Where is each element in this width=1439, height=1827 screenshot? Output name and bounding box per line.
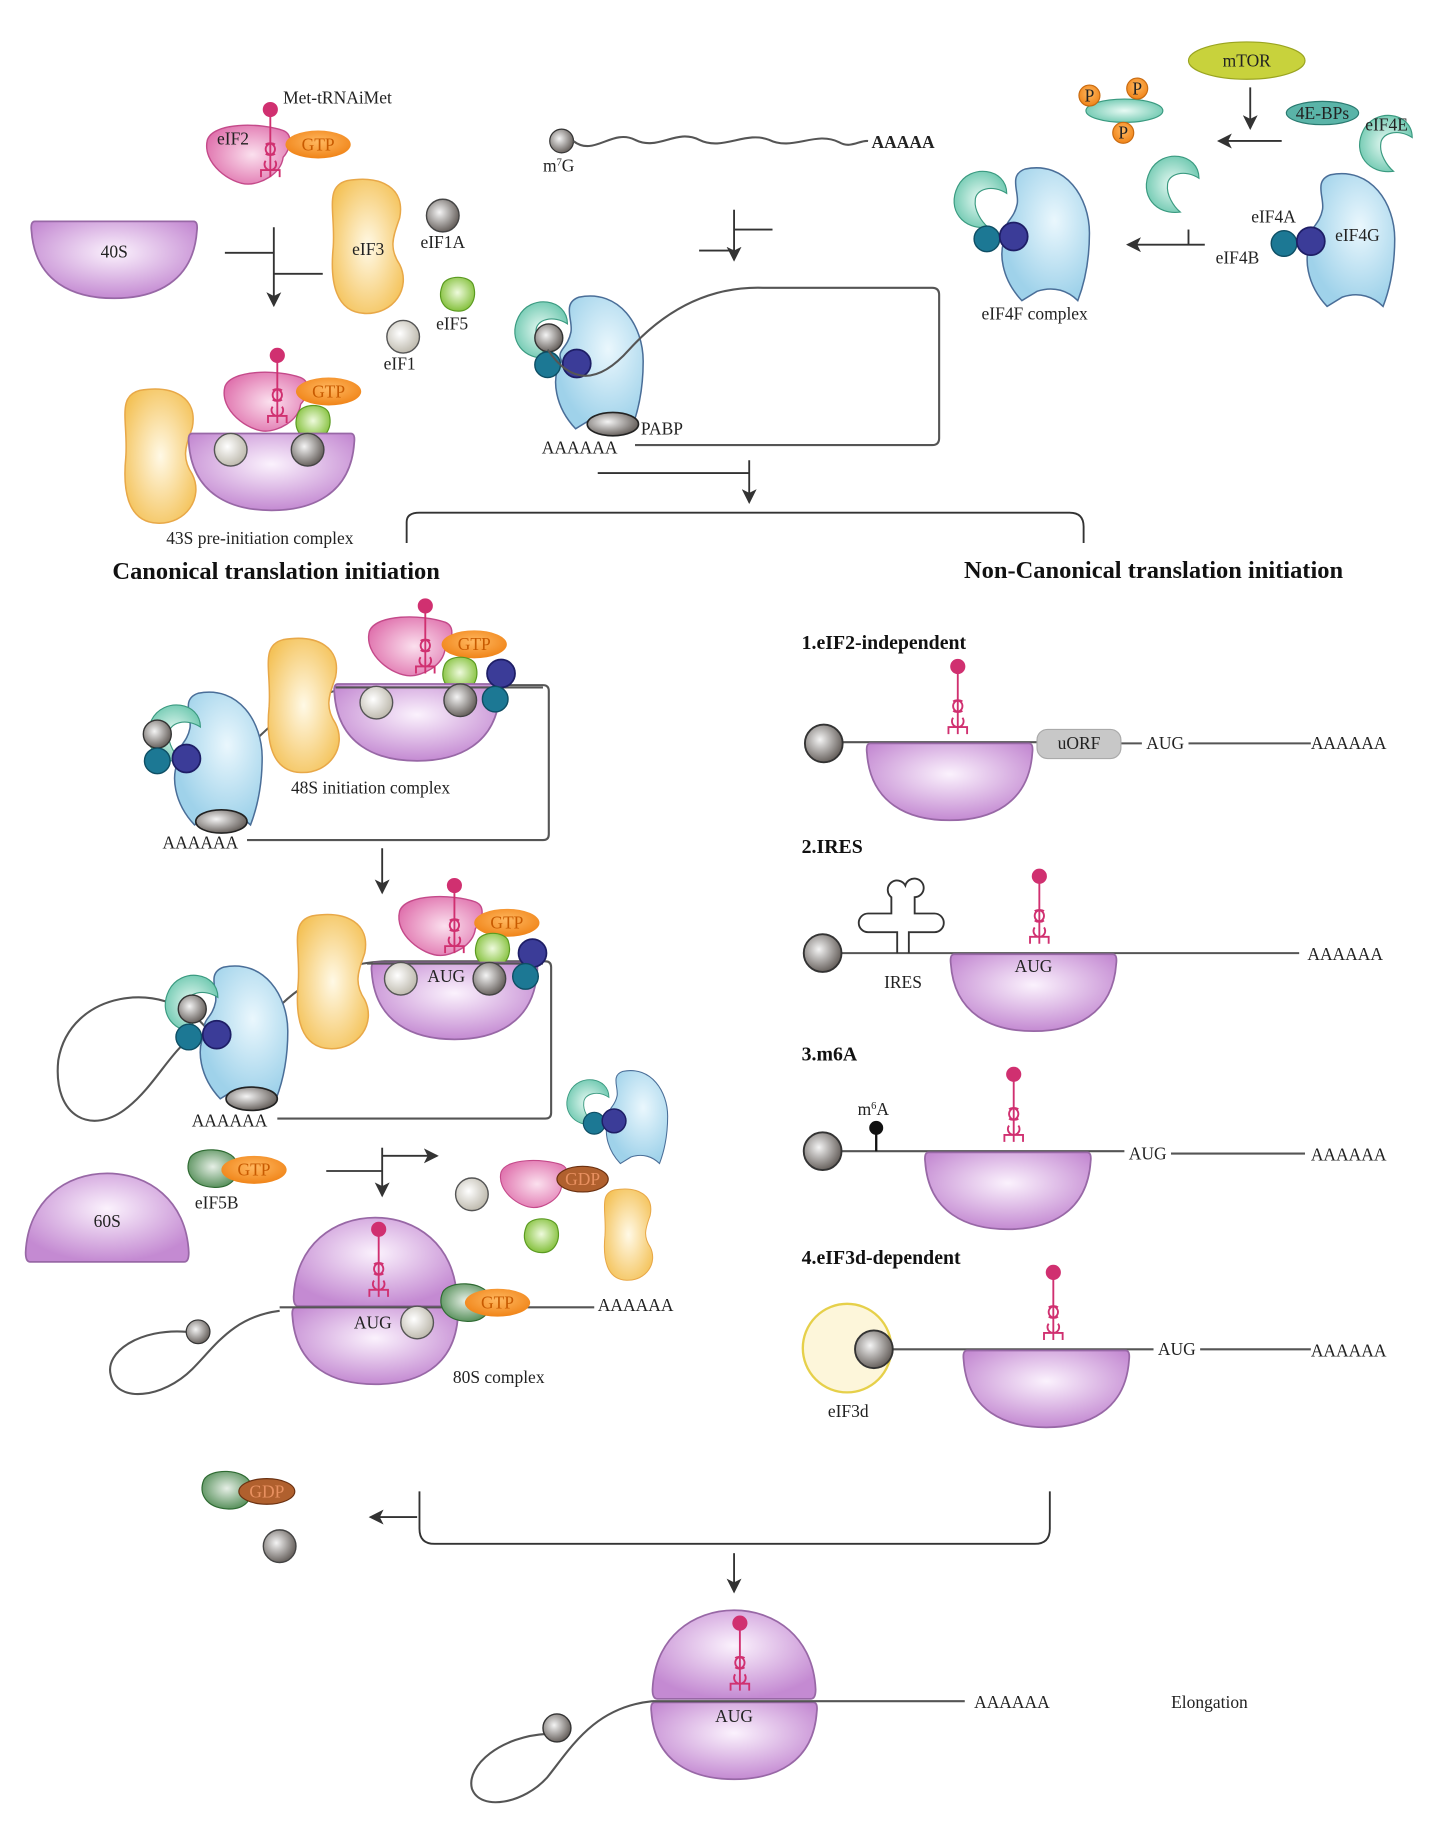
eif5-label: eIF5 [436,314,468,334]
elongating-ribosome: AUG AAAAAA Elongation [470,1609,1248,1804]
mechanism-ires: 2.IRES AUG IRES AAAAAA [802,836,1383,1033]
aug-label: AUG [1015,956,1053,976]
n3-heading: 3.m6A [802,1043,858,1065]
split-bracket [405,511,1085,543]
met-trna-label: Met-tRNAiMet [283,88,392,108]
eif1a-label: eIF1A [420,232,465,252]
complex-43s: GTP 43S pre-initiation complex [124,346,362,548]
merge-bracket [418,1491,1051,1545]
gtp-label: GTP [312,381,345,401]
phospho-groups: P P P [1078,77,1149,144]
noncanonical-heading: Non-Canonical translation initiation [964,557,1343,584]
polya-label: AAAAAA [1311,1340,1387,1360]
aug-label: AUG [1129,1143,1167,1163]
eif4f-label: eIF4F complex [982,303,1089,323]
polya-label: AAAAAA [1311,1145,1387,1165]
complex-48s: GTP 48S initiation complex AAAAAA [142,597,550,852]
assembly-arrow-2 [699,209,773,262]
n4-heading: 4.eIF3d-dependent [802,1247,961,1269]
aug-label: AUG [715,1706,753,1726]
elongation-label: Elongation [1171,1692,1248,1712]
uorf-label: uORF [1058,733,1101,753]
eif5-shape [439,276,476,312]
released-eif5b-gdp: GDP [201,1470,297,1564]
eif1a-shape [425,198,460,233]
canonical-heading: Canonical translation initiation [112,558,440,585]
polya-label: AAAAAA [1311,733,1387,753]
eif4e-label: eIF4E [1365,115,1408,135]
n1-heading: 1.eIF2-independent [802,632,967,654]
mechanism-eif2-independent: 1.eIF2-independent uORF AUG AAAAAA [802,632,1387,822]
aug-label: AUG [1158,1339,1196,1359]
assembly-arrow-1 [224,227,323,308]
gtp-label: GTP [238,1160,271,1180]
eif3d-label: eIF3d [828,1401,869,1421]
gtp-label: GTP [481,1292,514,1312]
s60-label: 60S [94,1211,121,1231]
svg-text:P: P [1118,123,1128,143]
mechanism-eif3d: 4.eIF3d-dependent AUG AAAAAA eIF3d [802,1247,1387,1429]
ires-label: IRES [884,972,922,992]
polya-label: AAAAAA [163,832,239,852]
subunit-60s: 60S [24,1172,190,1263]
complex-80s: GTP AUG AAAAAA 80S complex [109,1216,674,1396]
n2-heading: 2.IRES [802,836,863,858]
eif4b-label: eIF4B [1216,247,1260,267]
c43-label: 43S pre-initiation complex [166,528,354,548]
ires-structure [857,877,945,954]
mechanism-m6a: 3.m6A m6A AUG AAAAAA [802,1043,1387,1231]
eif1-label: eIF1 [384,353,416,373]
joining-arrow [326,1147,439,1198]
eif4a-label: eIF4A [1251,207,1296,227]
mrna-capped: m7G AAAAA [543,128,935,175]
mtor-signaling: mTOR P P P 4E-BPs eIF4E eIF4A eIF4G eIF4… [953,41,1413,323]
aug-label: AUG [427,966,465,986]
eif2-label: eIF2 [217,128,249,148]
eif5b-label: eIF5B [195,1192,239,1212]
polya-label: AAAAAA [1307,944,1383,964]
eif1-shape [386,319,421,354]
eif5b-gtp: GTP eIF5B [187,1149,287,1212]
eif4g-label: eIF4G [1335,225,1380,245]
complex-48s-aug: GTP AUG AAAAAA [56,877,553,1131]
eif3-label: eIF3 [352,239,384,259]
polya-label: AAAAA [872,132,935,152]
svg-text:P: P [1132,78,1142,98]
svg-text:m6A: m6A [858,1099,890,1119]
aug-label: AUG [354,1312,392,1332]
polya-label: AAAAAA [192,1111,268,1131]
s40-label: 40S [101,242,128,262]
gtp-label: GTP [302,134,335,154]
svg-text:P: P [1085,85,1095,105]
gtp-label: GTP [490,913,523,933]
c48-label: 48S initiation complex [291,777,450,797]
4ebps-label: 4E-BPs [1296,103,1350,123]
gdp-label: GDP [249,1481,284,1501]
closed-loop-mrna: PABP AAAAAA [514,286,941,457]
polya-label: AAAAAA [542,437,618,457]
svg-text:m7G: m7G [543,155,575,175]
polya-label: AAAAAA [598,1295,674,1315]
arrow-to-bracket [597,460,757,505]
subunit-40s: 40S [30,220,199,300]
aug-label: AUG [1146,733,1184,753]
gdp-label: GDP [565,1169,600,1189]
c80-label: 80S complex [453,1367,545,1387]
eif2-ternary-complex: GTP eIF2 Met-tRNAiMet [205,88,392,185]
pabp-label: PABP [641,419,683,439]
polya-label: AAAAAA [974,1692,1050,1712]
mtor-label: mTOR [1223,50,1272,70]
released-factors: GDP [454,1070,669,1281]
gtp-label: GTP [458,634,491,654]
